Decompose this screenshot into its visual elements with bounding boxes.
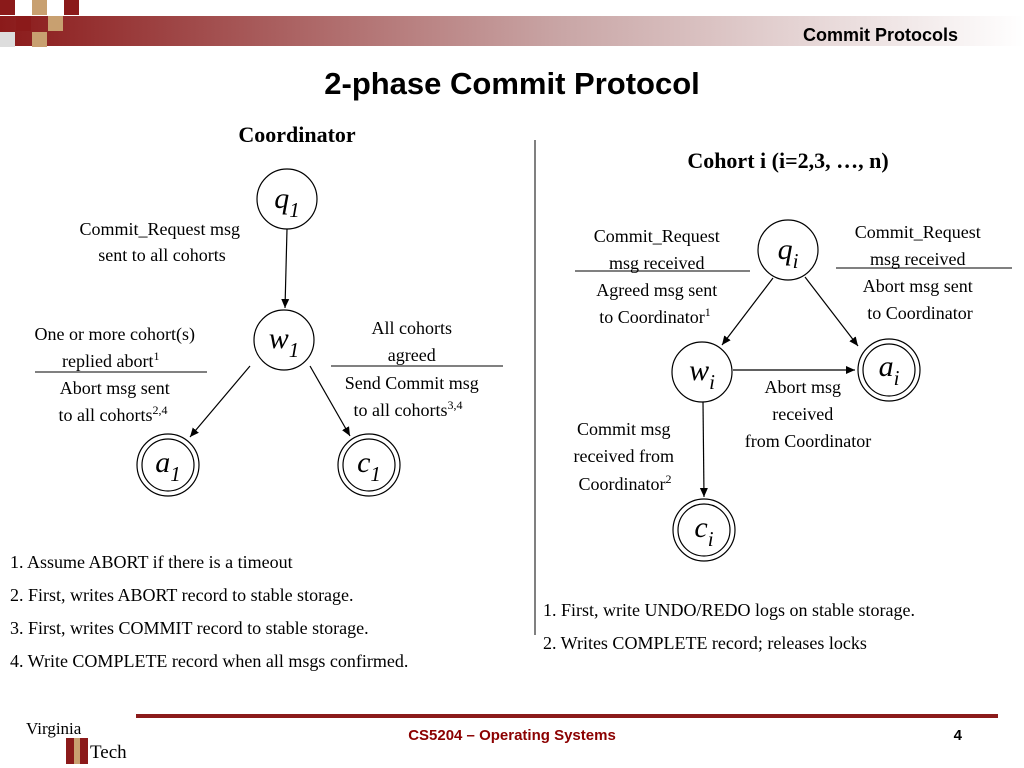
state-c1-inner <box>342 438 396 492</box>
banner-square <box>32 0 47 15</box>
banner-square <box>48 16 63 31</box>
coordinator-note-2: 2. First, writes ABORT record to stable … <box>10 585 354 605</box>
state-ai-inner <box>862 343 916 397</box>
wi-ci-label: Commit msg received from Coordinator2 <box>574 419 679 494</box>
arrow-qi-ai <box>804 276 859 347</box>
state-ai-outer <box>857 338 921 402</box>
w1-a1-label: One or more cohort(s) replied abort1 Abo… <box>35 324 200 425</box>
q1-w1-label: Commit_Request msg sent to all cohorts <box>79 219 244 265</box>
cohort-heading: Cohort i (i=2,3, …, n) <box>687 148 888 173</box>
state-wi-circle <box>671 341 733 403</box>
state-w1-circle <box>253 309 315 371</box>
state-a1-label: a1 <box>155 446 181 486</box>
coordinator-note-4: 4. Write COMPLETE record when all msgs c… <box>10 651 409 671</box>
page-number: 4 <box>953 727 962 744</box>
banner-square <box>64 0 79 15</box>
section-title: Commit Protocols <box>802 25 958 45</box>
state-ai-label: ai <box>879 350 900 390</box>
arrow-w1-a1 <box>189 365 251 438</box>
arrow-w1-c1 <box>309 365 351 437</box>
arrow-wi-ci <box>699 401 708 498</box>
banner-square <box>32 32 47 47</box>
logo-top-text: Virginia <box>26 719 82 738</box>
logo-bottom-text: Tech <box>90 742 127 763</box>
state-a1-inner <box>141 438 195 492</box>
banner-gradient-bar <box>0 16 1024 46</box>
arrow-qi-wi <box>721 277 774 346</box>
state-qi-circle <box>757 219 819 281</box>
coordinator-heading: Coordinator <box>238 122 356 147</box>
banner-square <box>0 0 15 15</box>
state-c1-outer <box>337 433 401 497</box>
qi-ai-label: Commit_Request msg received Abort msg se… <box>855 222 986 323</box>
state-qi-label: qi <box>778 233 799 273</box>
slide-title: 2-phase Commit Protocol <box>324 66 700 101</box>
state-a1-outer <box>136 433 200 497</box>
w1-c1-label: All cohorts agreed Send Commit msg to al… <box>345 318 484 420</box>
cohort-note-2: 2. Writes COMPLETE record; releases lock… <box>543 633 867 653</box>
virginia-tech-logo: Virginia Tech <box>26 719 127 764</box>
wi-ai-label: Abort msg received from Coordinator <box>745 377 871 451</box>
logo-mark-stripe <box>74 738 80 764</box>
banner-square <box>0 32 15 47</box>
state-w1-label: w1 <box>269 322 300 362</box>
arrow-q1-w1 <box>281 228 290 309</box>
banner-square <box>16 16 31 31</box>
state-wi-label: wi <box>689 354 715 394</box>
state-ci-inner <box>677 503 731 557</box>
state-c1-label: c1 <box>357 446 381 486</box>
footer-divider <box>136 714 998 718</box>
state-ci-label: ci <box>694 511 713 551</box>
cohort-note-1: 1. First, write UNDO/REDO logs on stable… <box>543 600 915 620</box>
coordinator-note-1: 1. Assume ABORT if there is a timeout <box>10 552 293 572</box>
state-q1-label: q1 <box>274 182 300 222</box>
coordinator-note-3: 3. First, writes COMMIT record to stable… <box>10 618 369 638</box>
header-banner <box>0 0 1024 47</box>
state-ci-outer <box>672 498 736 562</box>
footer-course: CS5204 – Operating Systems <box>408 727 616 744</box>
qi-wi-label: Commit_Request msg received Agreed msg s… <box>594 226 725 327</box>
